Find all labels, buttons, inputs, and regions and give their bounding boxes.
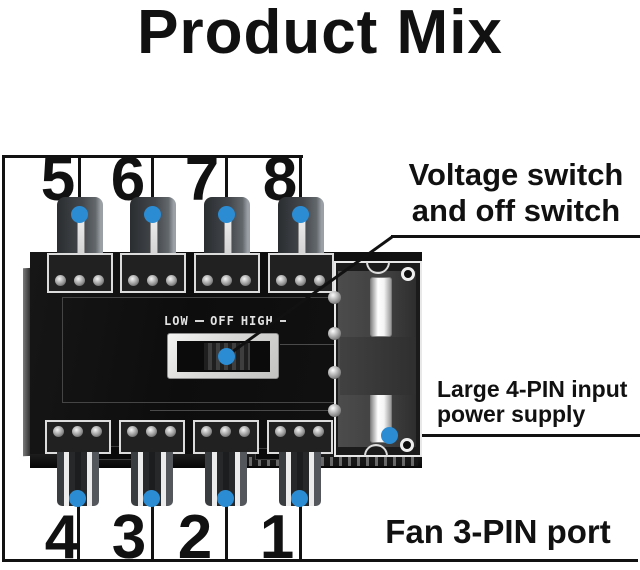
port-marker-dot-1 (291, 490, 308, 507)
fan-header-8 (270, 197, 332, 293)
fan-header-2 (195, 422, 257, 518)
pin (127, 426, 138, 437)
pin (221, 275, 232, 286)
pcb-trace-h (280, 344, 334, 345)
pin (275, 426, 286, 437)
mounting-hole-bottom (400, 438, 414, 452)
port-marker-dot-2 (217, 490, 234, 507)
fan-header-2-socket (195, 422, 257, 452)
leader-line-port7 (225, 155, 228, 215)
leader-line-power-input (390, 434, 640, 437)
pin (165, 426, 176, 437)
solder-pad (328, 327, 341, 340)
bracket-bottom-line (2, 559, 638, 562)
mounting-hole-top (401, 267, 415, 281)
power-input-label-line1: Large 4-PIN input (437, 376, 628, 402)
fan-header-3 (121, 422, 183, 518)
fan-header-3-socket (121, 422, 183, 452)
switch-marker-dot (218, 348, 235, 365)
pin (72, 426, 83, 437)
silkscreen-dash (279, 320, 286, 322)
power-input-marker-dot (381, 427, 398, 444)
pin (53, 426, 64, 437)
solder-pad (328, 366, 341, 379)
pin (276, 275, 287, 286)
leader-line-port4 (77, 499, 80, 561)
fan-header-6-socket (122, 255, 184, 291)
molex-clip (340, 337, 416, 395)
pin (147, 275, 158, 286)
silkscreen-off: OFF (210, 314, 235, 328)
port-label-1: 1 (259, 503, 295, 570)
port-marker-dot-4 (69, 490, 86, 507)
voltage-switch-label-line1: Voltage switch (408, 157, 624, 192)
voltage-switch-label-line2: and off switch (411, 193, 621, 228)
fan-header-1 (269, 422, 331, 518)
leader-line-port3 (151, 499, 154, 561)
switch-silkscreen: LOW OFF HIGH (164, 314, 286, 328)
port-marker-dot-7 (218, 206, 235, 223)
silkscreen-low: LOW (164, 314, 189, 328)
fan-header-8-socket (270, 255, 332, 291)
port-label-3: 3 (111, 503, 147, 570)
fan-header-1-socket (269, 422, 331, 452)
molex-pins-top (370, 277, 392, 337)
page-title: Product Mix (137, 0, 503, 67)
port-marker-dot-8 (292, 206, 309, 223)
molex-connector-body (338, 271, 416, 447)
bracket-left-line (2, 155, 5, 562)
fan-header-7-socket (196, 255, 258, 291)
pin (146, 426, 157, 437)
fan-header-5 (49, 197, 111, 293)
fan-header-5-socket (49, 255, 111, 291)
silkscreen-high: HIGH (240, 314, 274, 328)
pin (239, 426, 250, 437)
silkscreen-dash (194, 320, 205, 322)
leader-line-port2 (225, 499, 228, 561)
fan-header-4-socket (47, 422, 109, 452)
pcb-trace-h2 (150, 410, 330, 411)
port-marker-dot-5 (71, 206, 88, 223)
pin (313, 426, 324, 437)
fan-port-label: Fan 3-PIN port (385, 513, 611, 550)
pin (202, 275, 213, 286)
leader-line-port1 (299, 499, 302, 561)
pin (74, 275, 85, 286)
pin (220, 426, 231, 437)
pin (314, 275, 325, 286)
pin (240, 275, 251, 286)
power-input-label-line2: power supply (437, 401, 586, 427)
leader-line-port5 (78, 155, 81, 215)
pcb-edge-pads (240, 457, 418, 466)
port-label-4: 4 (44, 503, 80, 570)
pin (91, 426, 102, 437)
molex-4pin-section (334, 261, 422, 457)
power-input-label: Large 4-PIN input power supply (437, 377, 637, 427)
pin (294, 426, 305, 437)
solder-pad (328, 404, 341, 417)
port-marker-dot-6 (144, 206, 161, 223)
port-label-2: 2 (177, 503, 213, 570)
pin (166, 275, 177, 286)
leader-line-port6 (151, 155, 154, 215)
pin (201, 426, 212, 437)
fan-header-4 (47, 422, 109, 518)
leader-line-port8 (299, 155, 302, 215)
fan-header-7 (196, 197, 258, 293)
port-marker-dot-3 (143, 490, 160, 507)
pin (93, 275, 104, 286)
fan-header-6 (122, 197, 184, 293)
pin (295, 275, 306, 286)
pin (55, 275, 66, 286)
leader-line-voltage-switch (391, 235, 640, 238)
pin (128, 275, 139, 286)
solder-pad (328, 291, 341, 304)
voltage-switch-label: Voltage switch and off switch (392, 157, 640, 229)
